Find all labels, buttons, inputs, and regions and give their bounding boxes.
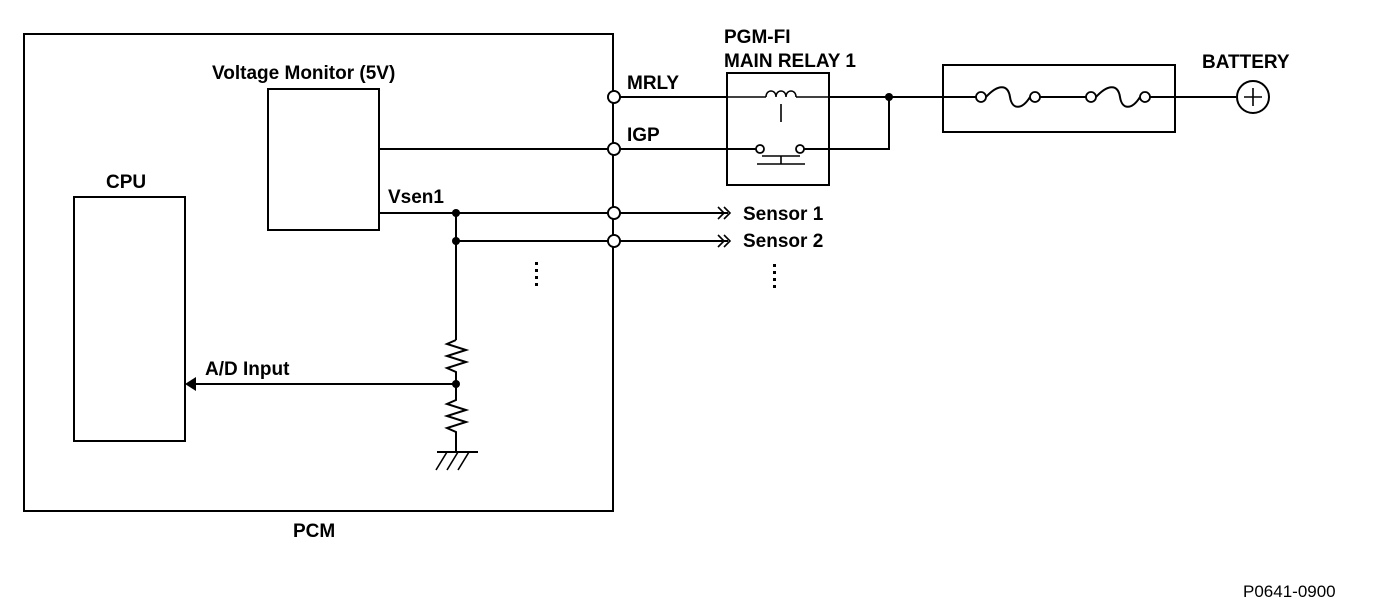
battery-plus-icon xyxy=(1244,88,1262,106)
sensor1-connector-icon xyxy=(717,206,732,220)
fuse-2-icon xyxy=(1085,86,1151,108)
relay-label-line1: PGM-FI xyxy=(724,27,791,48)
cpu-label: CPU xyxy=(106,172,146,193)
relay-junction xyxy=(885,93,893,101)
voltage-monitor-label: Voltage Monitor (5V) xyxy=(212,63,395,84)
battery-terminal-icon xyxy=(1236,80,1270,114)
sensor1-terminal-overlay xyxy=(607,206,621,220)
sensor2-label: Sensor 2 xyxy=(743,231,823,252)
cpu-box xyxy=(73,196,186,442)
relay-contact-icon xyxy=(755,97,890,165)
lower-resistor-icon xyxy=(443,384,470,452)
fuse-box xyxy=(942,64,1176,133)
sensor2-connector-icon xyxy=(717,234,732,248)
relay-coil-icon xyxy=(727,90,829,122)
ad-input-arrow-icon xyxy=(185,377,196,391)
fuse-1-icon xyxy=(943,86,1041,108)
sensor2-terminal-overlay xyxy=(607,234,621,248)
mrly-label: MRLY xyxy=(627,73,679,94)
external-ellipsis xyxy=(773,264,776,288)
igp-label: IGP xyxy=(627,125,660,146)
relay-label-line2: MAIN RELAY 1 xyxy=(724,51,856,72)
pcm-box xyxy=(23,33,614,512)
upper-resistor-icon xyxy=(443,339,470,382)
voltage-monitor-box xyxy=(267,88,380,231)
mrly-terminal-overlay xyxy=(607,90,621,104)
battery-label: BATTERY xyxy=(1202,52,1290,73)
pcm-label: PCM xyxy=(293,521,335,542)
figure-code: P0641-0900 xyxy=(1243,582,1336,601)
sensor1-label: Sensor 1 xyxy=(743,204,824,225)
ad-input-label: A/D Input xyxy=(205,359,290,380)
ground-icon xyxy=(435,451,478,471)
main-relay-box xyxy=(726,72,830,186)
vsen1-label: Vsen1 xyxy=(388,187,444,208)
igp-terminal-overlay xyxy=(607,142,621,156)
internal-ellipsis xyxy=(535,262,538,286)
